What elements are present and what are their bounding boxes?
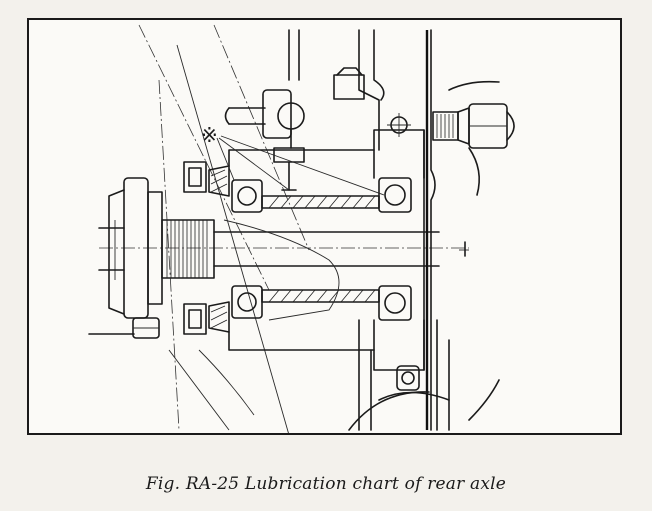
figure-caption: Fig. RA-25 Lubrication chart of rear axl… (145, 474, 507, 494)
wheel-stud (432, 80, 515, 196)
section-lines (138, 24, 310, 433)
flange-bolt (132, 317, 160, 339)
bearing-spacer (261, 195, 380, 303)
rear-axle-lubrication-drawing: ※ (88, 24, 515, 433)
grease-point-mark: ※ (201, 123, 218, 147)
splined-shaft (161, 219, 440, 279)
axle-centerline (99, 79, 469, 431)
lower-housing (348, 241, 500, 431)
axle-housing (168, 129, 425, 431)
grease-fitting (224, 89, 305, 191)
outer-bearing (378, 177, 412, 321)
figure-frame: ※ (27, 18, 622, 435)
inner-bearing (231, 179, 263, 319)
axle-flange (88, 177, 163, 335)
oil-seal (183, 161, 230, 335)
lubrication-leaders (216, 135, 385, 196)
backing-plate (288, 29, 436, 431)
